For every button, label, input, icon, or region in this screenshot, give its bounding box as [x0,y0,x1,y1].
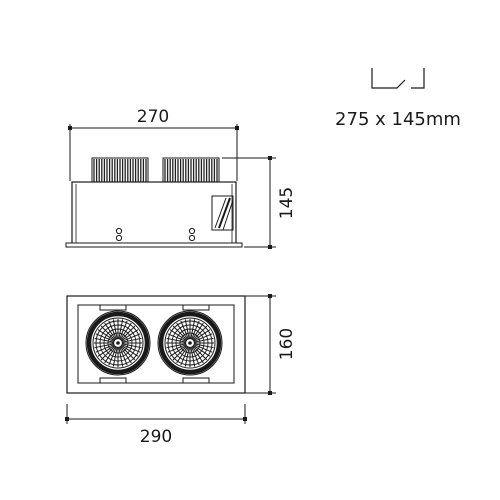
heat-sink-right [162,157,220,187]
led-reflector-icon [157,310,223,376]
side-flange [65,242,243,248]
adjustment-screw-icon [115,227,196,242]
side-view [65,157,243,248]
side-width-label: 270 [137,107,169,127]
ceiling-cutout-icon [371,68,425,89]
spring-clip-icon [211,195,234,231]
front-width-dimension [65,404,247,424]
side-height-label: 145 [277,187,297,219]
front-inner-frame [77,304,235,384]
side-height-dimension [222,156,276,249]
front-width-label: 290 [140,427,172,447]
side-width-dimension [68,124,239,181]
side-housing [71,181,237,245]
cutout-size-label: 275 x 145mm [335,109,461,130]
front-view [66,295,246,394]
heat-sink-left [91,157,149,187]
led-reflector-icon [85,310,151,376]
front-height-dimension [245,294,276,395]
front-height-label: 160 [277,328,297,360]
